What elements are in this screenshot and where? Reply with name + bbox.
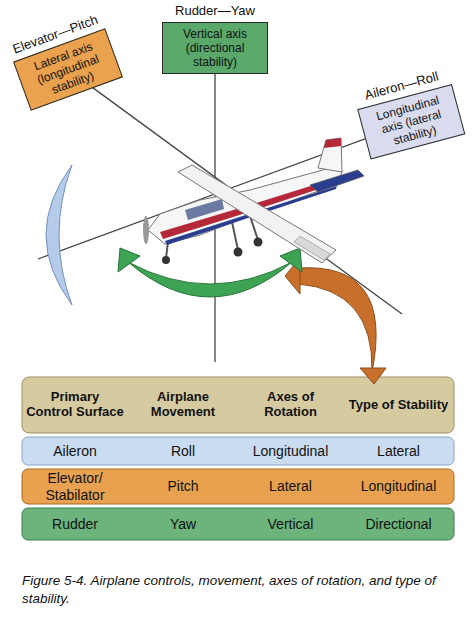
axis-description: Vertical axis (directional stability) <box>162 22 268 74</box>
landing-gear <box>232 222 238 250</box>
table-cell: Longitudinal <box>343 469 454 504</box>
table-cell: Lateral <box>343 437 454 465</box>
table-cell: Longitudinal <box>238 437 343 465</box>
roll-arrow <box>46 165 72 305</box>
yaw-arrow <box>128 262 292 297</box>
table-row-band <box>22 469 454 504</box>
horizontal-stabilizer <box>310 170 364 192</box>
aileron-surface <box>294 236 330 260</box>
arrowhead <box>360 368 386 384</box>
airplane <box>143 138 364 264</box>
table-cell: Elevator/ Stabilator <box>22 469 128 504</box>
table-cell: Aileron <box>22 437 128 465</box>
control-heading: Rudder—Yaw <box>162 4 268 19</box>
table-cell: Roll <box>128 437 238 465</box>
arrowhead <box>118 248 140 272</box>
axis-label-box: Aileron—RollLongitudinal axis (lateral s… <box>353 67 466 160</box>
table-cell: Pitch <box>128 469 238 504</box>
table-cell: Axes of Rotation <box>238 377 343 433</box>
pitch-arrow <box>298 268 376 372</box>
table-cell: Directional <box>343 508 454 540</box>
table-cell: Vertical <box>238 508 343 540</box>
table-header-band <box>22 377 454 433</box>
table-cell: Primary Control Surface <box>22 377 128 433</box>
wing <box>178 165 336 263</box>
table-cell: Rudder <box>22 508 128 540</box>
figure-caption: Figure 5-4. Airplane controls, movement,… <box>22 572 452 607</box>
table-cell: Type of Stability <box>343 377 454 433</box>
fin-stripe <box>324 138 341 148</box>
wheel <box>254 238 263 247</box>
lateral-axis-line <box>68 70 402 314</box>
window <box>185 199 224 220</box>
wheel <box>234 248 243 257</box>
wheel <box>162 256 170 264</box>
axis-label-box: Rudder—YawVertical axis (directional sta… <box>162 4 268 74</box>
table-cell: Lateral <box>238 469 343 504</box>
vertical-fin <box>318 138 342 172</box>
table-row-band <box>22 437 454 465</box>
table-row-band <box>22 508 454 540</box>
axis-label-box: Elevator—PitchLateral axis (longitudinal… <box>7 11 123 111</box>
arrowhead <box>280 248 302 272</box>
table-cell: Airplane Movement <box>128 377 238 433</box>
propeller <box>143 216 149 244</box>
table-cell: Yaw <box>128 508 238 540</box>
